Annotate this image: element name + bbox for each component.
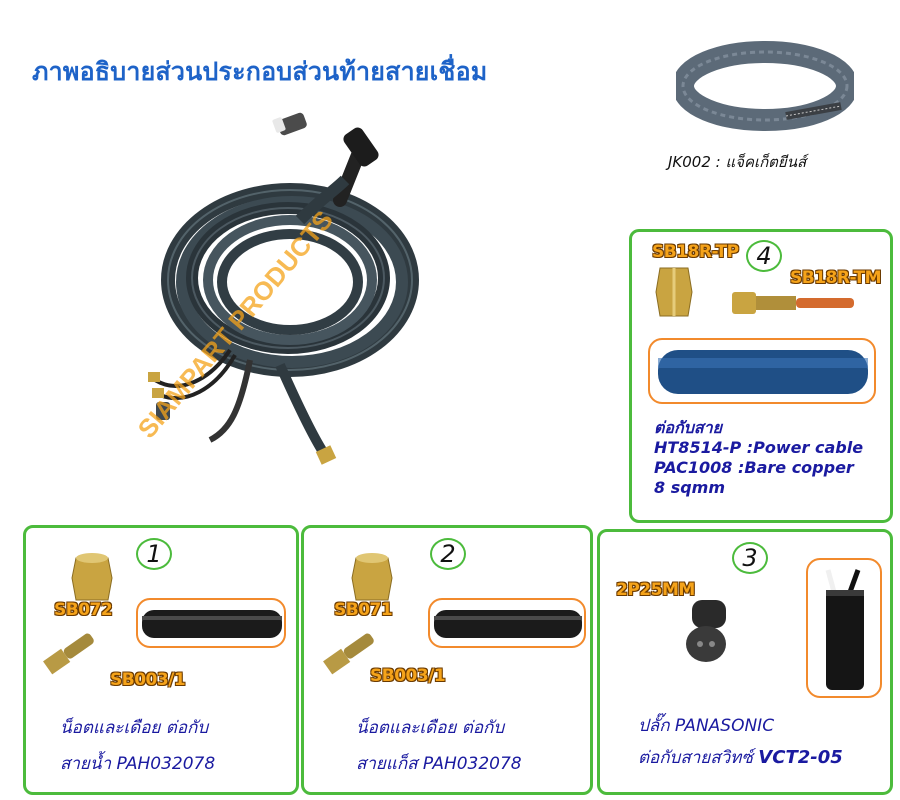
switch-cable-image <box>825 569 864 690</box>
part-code-2p25mm: 2P25MM <box>616 580 695 600</box>
hose-frame-2 <box>428 598 586 648</box>
panel-4-line-3: PAC1008 :Bare copper <box>654 458 854 477</box>
jacket-image <box>676 41 854 131</box>
panel-3: 3 2P25MM ปลั๊ก PANASONIC ต่อกับสายสวิทซ์… <box>597 529 893 795</box>
hex-nut-image <box>351 553 393 601</box>
panel-number-1: 1 <box>136 538 172 570</box>
page-title: ภาพอธิบายส่วนประกอบส่วนท้ายสายเชื่อม <box>32 57 488 86</box>
part-code-sb071: SB071 <box>334 600 393 620</box>
connector-plug-image <box>686 600 726 662</box>
panel-3-line-2: ต่อกับสายสวิทซ์ VCT2-05 <box>638 744 843 771</box>
watermark-text: SIAMPART PRODUCTS <box>132 205 339 444</box>
panel-number-3: 3 <box>732 542 768 574</box>
cable-tip-image <box>732 292 854 314</box>
panel-3-line-2-prefix: ต่อกับสายสวิทซ์ <box>638 748 759 768</box>
gas-hose-image <box>434 610 582 638</box>
hex-nut-image <box>655 267 693 317</box>
jacket-label: JK002 : แจ็คเก็ตยีนส์ <box>668 153 807 171</box>
power-cable-image <box>658 350 868 394</box>
panel-1-line-1: น็อตและเดือย ต่อกับ <box>60 718 209 738</box>
panel-4-description: ต่อกับสาย HT8514-P :Power cable PAC1008 … <box>654 418 863 498</box>
hose-frame-4 <box>648 338 876 404</box>
torch-cable-image <box>148 112 419 465</box>
panel-number-4: 4 <box>746 240 782 272</box>
panel-2: 2 SB071 SB003/1 น็อตและเดือย ต่อกับ สายแ… <box>301 525 593 795</box>
panel-2-line-1: น็อตและเดือย ต่อกับ <box>356 718 505 738</box>
panel-3-line-1: ปลั๊ก PANASONIC <box>638 716 775 736</box>
panel-4-line-2: HT8514-P :Power cable <box>654 438 864 457</box>
part-code-sb072: SB072 <box>54 600 113 620</box>
water-hose-image <box>142 610 282 638</box>
panel-4-line-1: ต่อกับสาย <box>654 418 722 437</box>
panel-1-line-2: สายน้ำ PAH032078 <box>60 754 216 774</box>
hose-nipple-image <box>323 633 374 675</box>
panel-number-2: 2 <box>430 538 466 570</box>
part-code-sb18r-tm: SB18R-TM <box>790 268 882 288</box>
watermark: SIAMPART PRODUCTS <box>132 205 339 444</box>
panel-4-line-4: 8 sqmm <box>654 478 726 497</box>
part-code-sb003-1: SB003/1 <box>110 670 186 690</box>
cable-frame-3 <box>806 558 882 698</box>
part-code-sb003-1: SB003/1 <box>370 666 446 686</box>
panel-4: SB18R-TP 4 SB18R-TM ต่อกับสาย HT8514-P :… <box>629 229 893 523</box>
hex-nut-image <box>71 553 113 601</box>
hose-frame-1 <box>136 598 286 648</box>
panel-2-line-2: สายแก็ส PAH032078 <box>356 754 522 774</box>
part-code-sb18r-tp: SB18R-TP <box>652 242 739 262</box>
hose-nipple-image <box>43 633 94 675</box>
panel-3-cable-code: VCT2-05 <box>758 747 843 768</box>
panel-1: 1 SB072 SB003/1 น็อตและเดือย ต่อกับ สายน… <box>23 525 299 795</box>
